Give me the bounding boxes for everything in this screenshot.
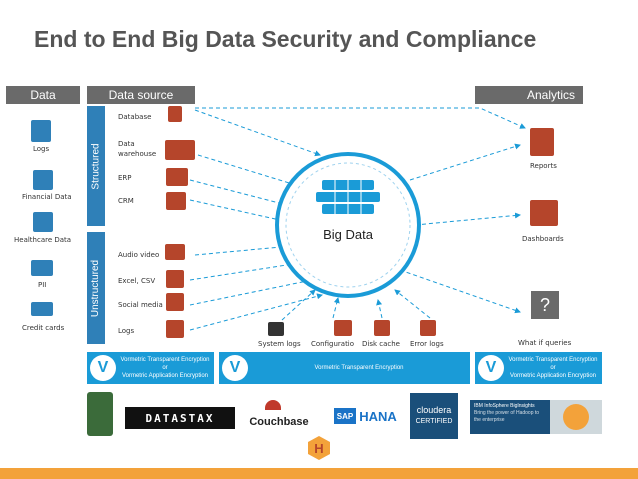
big-data-label: Big Data <box>323 227 373 242</box>
data-source-header-label: Data source <box>108 88 174 102</box>
encryption-middle: V Vormetric Transparent Encryption <box>219 352 470 384</box>
mongodb-logo <box>87 392 113 436</box>
source-database: Database <box>118 113 152 121</box>
line-crm <box>189 199 303 227</box>
source-crm: CRM <box>118 197 134 205</box>
data-header: Data <box>6 86 80 104</box>
bottom-config: Configuratio <box>311 340 355 348</box>
enc-left-1: Vormetric Transparent Encryption <box>120 357 210 363</box>
line-whatif <box>399 269 521 314</box>
what-if-icon: ? <box>531 291 559 319</box>
enc-left-3: Vormetric Application Encryption <box>121 373 209 379</box>
pii-icon <box>31 260 53 276</box>
analytics-header-label: Analytics <box>526 88 575 102</box>
line-social <box>189 278 313 306</box>
line-syslogs <box>281 289 316 321</box>
enc-right-2: or <box>550 365 556 371</box>
analytics-reports: Reports <box>530 162 557 170</box>
social-media-icon <box>166 293 184 311</box>
enc-right-3: Vormetric Application Encryption <box>509 373 597 379</box>
ibm-subtitle: Bring the power of Hadoop to the enterpr… <box>474 410 540 423</box>
bottom-error-logs: Error logs <box>410 340 444 348</box>
line-error <box>394 289 431 319</box>
line-disk <box>376 299 383 319</box>
crm-icon <box>166 192 186 210</box>
dashboards-icon <box>530 200 558 226</box>
enc-left-2: or <box>162 365 168 371</box>
source-excel: Excel, CSV <box>118 277 156 285</box>
line-excel <box>189 259 307 281</box>
enc-middle: Vormetric Transparent Encryption <box>314 365 404 371</box>
erp-icon <box>166 168 188 186</box>
data-item-healthcare: Healthcare Data <box>14 236 72 244</box>
data-item-pii: PII <box>38 281 47 289</box>
source-data-label: Data <box>118 140 135 148</box>
ibm-title: IBM InfoSphere BigInsights <box>474 403 535 409</box>
datastax-logo: DATASTAX <box>125 407 235 429</box>
disk-cache-icon <box>374 320 390 336</box>
vormetric-check-icon: V <box>478 355 504 381</box>
financial-data-icon <box>33 170 53 190</box>
analytics-header: Analytics <box>475 86 583 104</box>
bottom-disk-cache: Disk cache <box>362 340 400 348</box>
vormetric-check-icon: V <box>222 355 248 381</box>
analytics-what-if: What if queries <box>518 339 572 347</box>
ibm-graphic <box>550 400 602 434</box>
bottom-system-logs: System logs <box>258 340 301 348</box>
error-logs-icon <box>420 320 436 336</box>
cloudera-certified: CERTIFIED <box>415 418 453 425</box>
data-item-logs: Logs <box>33 145 50 153</box>
audio-video-icon <box>165 244 185 260</box>
cloudera-logo: cloudera CERTIFIED <box>410 393 458 439</box>
logs-source-icon <box>166 320 184 338</box>
line-top-arc <box>195 107 526 129</box>
excel-icon <box>166 270 184 288</box>
unstructured-bar: Unstructured <box>87 232 105 344</box>
line-database <box>194 109 321 157</box>
page-title: End to End Big Data Security and Complia… <box>34 26 537 52</box>
line-dashboards <box>414 212 521 226</box>
line-reports <box>409 143 521 181</box>
warehouse-icon <box>165 140 195 160</box>
couchbase-logo: Couchbase <box>249 416 309 428</box>
source-logs: Logs <box>118 327 135 335</box>
big-data-circle <box>275 152 421 298</box>
system-logs-icon <box>268 322 284 336</box>
encryption-right: V Vormetric Transparent Encryption or Vo… <box>475 352 602 384</box>
database-icon <box>168 106 182 122</box>
source-erp: ERP <box>118 174 132 182</box>
line-config <box>332 297 340 319</box>
analytics-dashboards: Dashboards <box>522 235 564 243</box>
ibm-logo: IBM InfoSphere BigInsights Bring the pow… <box>470 400 550 434</box>
reports-icon <box>530 128 554 156</box>
vormetric-check-icon: V <box>90 355 116 381</box>
config-icon <box>334 320 352 336</box>
credit-card-icon <box>31 302 53 316</box>
healthcare-data-icon <box>33 212 53 232</box>
ibm-ring-icon <box>563 404 589 430</box>
couchbase-mark-icon <box>265 400 281 410</box>
big-data-icon <box>316 180 380 214</box>
footer-bar <box>0 468 638 479</box>
data-source-header: Data source <box>87 86 195 104</box>
line-logs <box>189 293 323 331</box>
line-audio <box>194 242 303 256</box>
data-item-financial: Financial Data <box>22 193 72 201</box>
source-warehouse-label: warehouse <box>118 150 157 158</box>
sap-logo: SAP <box>334 408 356 424</box>
hana-logo: HANA <box>359 408 397 424</box>
cloudera-text: cloudera <box>416 405 452 415</box>
source-social-media: Social media <box>118 301 163 309</box>
data-header-label: Data <box>30 88 56 102</box>
data-item-credit-cards: Credit cards <box>22 324 65 332</box>
source-audio-video: Audio video <box>118 251 160 259</box>
structured-bar: Structured <box>87 106 105 226</box>
encryption-left: V Vormetric Transparent Encryption or Vo… <box>87 352 214 384</box>
enc-right-1: Vormetric Transparent Encryption <box>508 357 598 363</box>
hortonworks-logo: H <box>308 436 330 460</box>
logs-data-icon <box>31 120 51 142</box>
